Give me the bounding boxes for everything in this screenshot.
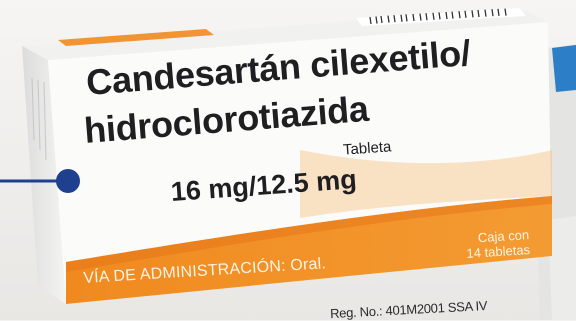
- box-count-line2: 14 tabletas: [466, 242, 531, 261]
- administration-route: VÍA DE ADMINISTRACIÓN: Oral.: [82, 255, 327, 288]
- drug-name-line1: Candesartán cilexetilo/: [84, 31, 472, 104]
- box-count: Caja con 14 tabletas: [465, 227, 530, 261]
- strength-label: 16 mg/12.5 mg: [169, 164, 358, 208]
- barcode-icon: [356, 8, 526, 26]
- pointer-marker: [0, 169, 80, 193]
- medicine-box: [22, 8, 552, 304]
- registration-number: Reg. No.: 401M2001 SSA IV: [329, 297, 488, 321]
- dosage-form: Tableta: [342, 138, 392, 159]
